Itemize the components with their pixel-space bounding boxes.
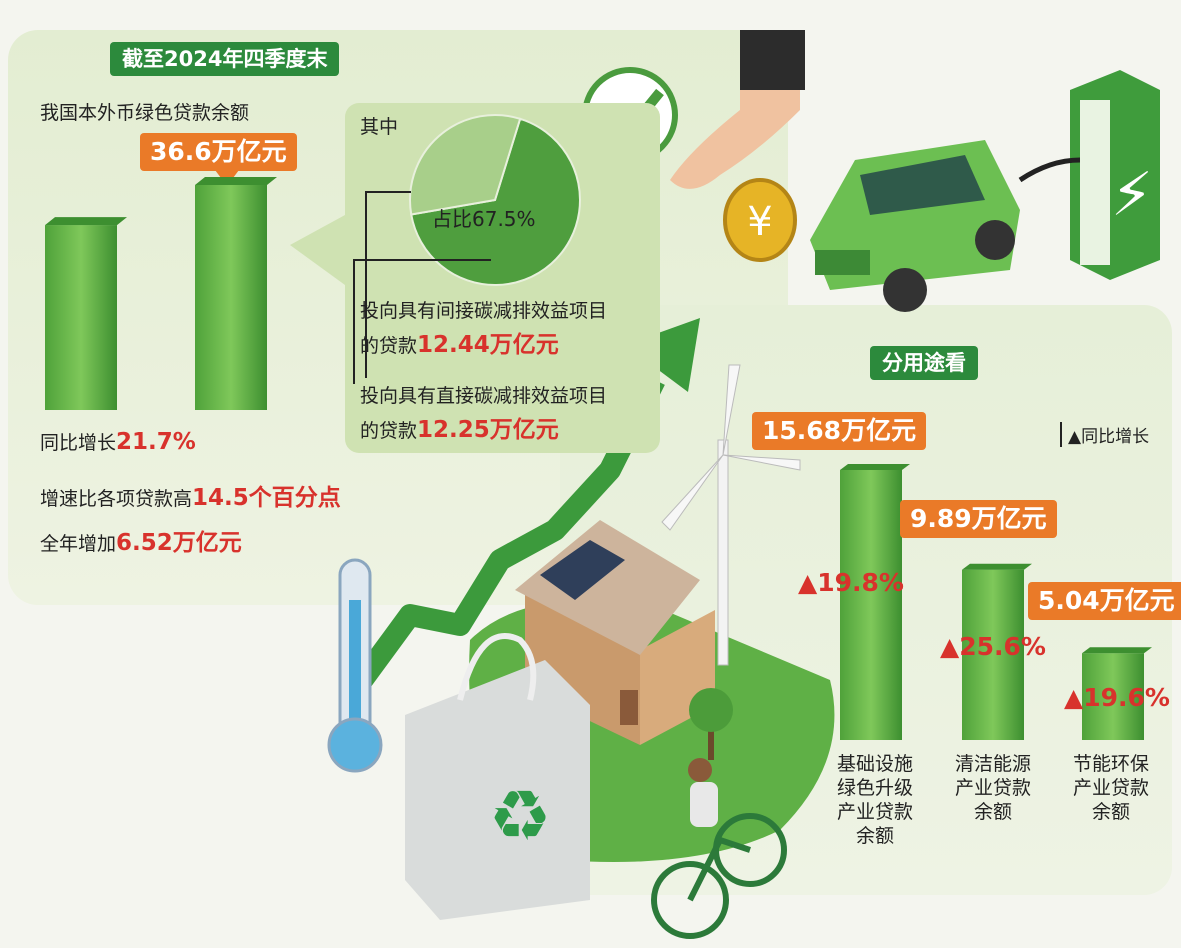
charging-station-icon: ⚡	[1018, 70, 1160, 280]
stat-increase-value: 6.52万亿元	[116, 530, 242, 556]
left-bar	[45, 225, 117, 410]
pie-item-indirect-line2: 的贷款12.44万亿元	[360, 328, 607, 363]
bar2-label-line: 余额	[973, 801, 1012, 823]
yuan-coin-icon: ¥	[723, 178, 797, 262]
stat-yoy: 同比增长21.7%	[40, 428, 196, 455]
cyclist-head-icon	[688, 758, 712, 782]
left-subtitle: 我国本外币绿色贷款余额	[40, 102, 250, 124]
bar3-category-label: 节能环保 产业贷款 余额	[1066, 752, 1156, 824]
arrow-head-icon	[625, 318, 700, 392]
section-title: 分用途看	[870, 346, 978, 380]
pie-item-direct: 投向具有直接碳减排效益项目 的贷款12.25万亿元	[360, 379, 607, 448]
legend-growth-text: ▲同比增长	[1068, 427, 1150, 447]
pie-item-indirect-line1: 投向具有间接碳减排效益项目	[360, 300, 608, 322]
bar1-value-label: 15.68万亿元	[752, 412, 927, 450]
pie-item-indirect-value: 12.44万亿元	[417, 332, 559, 358]
thermometer-icon	[327, 558, 383, 773]
wind-turbine-icon	[661, 364, 801, 666]
bar2-label-line: 清洁能源	[954, 753, 1031, 775]
pie-item-indirect: 投向具有间接碳减排效益项目 的贷款12.44万亿元	[360, 294, 607, 363]
legend-growth: ▲同比增长	[1060, 422, 1149, 447]
bar2-value-label: 9.89万亿元	[900, 500, 1057, 538]
bar3-label-line: 产业贷款	[1072, 777, 1149, 799]
pie-item-direct-line2: 的贷款12.25万亿元	[360, 413, 607, 448]
bicycle-icon	[651, 813, 787, 939]
right-bar-top	[1082, 647, 1152, 654]
svg-text:¥: ¥	[747, 199, 772, 245]
pie-bracket	[353, 191, 491, 384]
bar1-label-line: 余额	[855, 825, 894, 847]
pie-heading: 其中	[360, 116, 399, 138]
bar1-label-line: 基础设施	[836, 753, 913, 775]
bar2-category-label: 清洁能源 产业贷款 余额	[948, 752, 1038, 824]
right-bar-top	[840, 464, 910, 470]
right-bar	[962, 569, 1024, 740]
left-bar-top	[195, 177, 277, 185]
stat-yoy-value: 21.7%	[116, 429, 196, 455]
header-title: 截至2024年四季度末	[110, 42, 340, 76]
bar2-label-line: 产业贷款	[954, 777, 1031, 799]
pie-share-label: 占比67.5%	[432, 207, 536, 231]
pie-item-direct-line1: 投向具有直接碳减排效益项目	[360, 385, 608, 407]
left-bar-chart	[45, 177, 277, 410]
cyclist-body-icon	[690, 782, 718, 827]
bar1-label-line: 绿色升级	[836, 777, 913, 799]
bar1-category-label: 基础设施 绿色升级 产业贷款 余额	[830, 752, 920, 848]
stat-gap-label: 增速比各项贷款高	[40, 488, 193, 510]
left-bar	[195, 185, 267, 410]
right-bar-top	[962, 563, 1032, 570]
sleeve-icon	[740, 30, 805, 90]
pie-slice	[410, 117, 581, 286]
bar1-growth: ▲19.8%	[798, 568, 904, 597]
bar3-label-line: 余额	[1091, 801, 1130, 823]
pie-chart	[409, 114, 581, 286]
right-bar-chart	[840, 464, 1152, 740]
bar1-label-line: 产业贷款	[836, 801, 913, 823]
left-bar-top	[45, 217, 127, 226]
tree-icon	[689, 688, 733, 760]
pie-slice	[409, 114, 522, 216]
svg-text:♻: ♻	[489, 775, 552, 857]
pie-item-direct-prefix: 的贷款	[360, 420, 418, 442]
stat-increase-label: 全年增加	[40, 533, 117, 555]
stat-gap: 增速比各项贷款高14.5个百分点	[40, 478, 341, 512]
pointer-triangle	[290, 215, 345, 285]
total-value-label: 36.6万亿元	[140, 133, 297, 171]
shopping-bag-icon: ♻	[405, 633, 590, 920]
electric-car-icon	[810, 140, 1020, 312]
bar2-growth: ▲25.6%	[940, 632, 1046, 661]
pie-item-indirect-prefix: 的贷款	[360, 335, 418, 357]
right-bar	[1082, 653, 1144, 740]
bar3-growth: ▲19.6%	[1064, 683, 1170, 712]
stat-yoy-label: 同比增长	[40, 432, 117, 454]
stat-gap-value: 14.5个百分点	[192, 485, 341, 511]
svg-text:⚡: ⚡	[1111, 160, 1153, 230]
pie-item-direct-value: 12.25万亿元	[417, 417, 559, 443]
right-bar	[840, 470, 902, 740]
growth-arrow-icon	[346, 375, 665, 697]
bar3-value-label: 5.04万亿元	[1028, 582, 1181, 620]
stat-increase: 全年增加6.52万亿元	[40, 523, 242, 557]
bar3-label-line: 节能环保	[1072, 753, 1149, 775]
